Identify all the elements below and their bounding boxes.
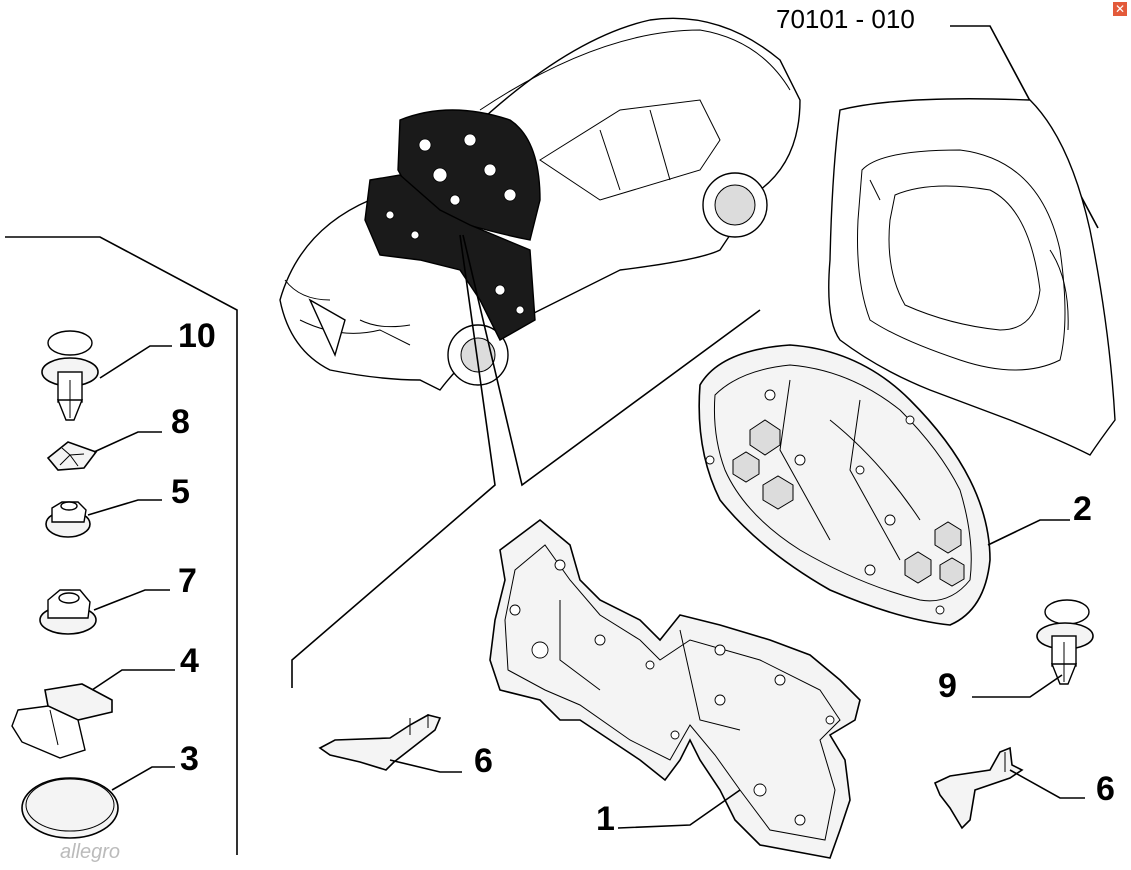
part-6-bracket-right	[933, 746, 1024, 830]
callout-2: 2	[1073, 490, 1092, 528]
part-5-flange-nut	[45, 501, 91, 538]
callout-5: 5	[171, 473, 190, 511]
watermark: allegro	[60, 841, 120, 863]
car-illustration	[279, 17, 801, 688]
callout-10: 10	[178, 317, 216, 355]
callout-2-leader	[987, 519, 1070, 546]
part-9-push-rivet	[1036, 599, 1094, 685]
callout-4-leader	[91, 669, 175, 691]
callout-6-left-leader	[389, 759, 462, 773]
callout-9-leader	[972, 674, 1063, 698]
callout-6-right: 6	[1096, 770, 1115, 808]
callout-1: 1	[596, 800, 615, 838]
callout-3: 3	[180, 740, 199, 778]
callout-4: 4	[180, 642, 199, 680]
part-7-washer-nut	[39, 589, 97, 635]
callout-6-right-leader	[1009, 769, 1085, 799]
part-8-speed-nut	[46, 441, 98, 471]
callout-6-left: 6	[474, 742, 493, 780]
part-10-push-rivet	[41, 330, 99, 421]
callout-1-leader	[617, 789, 741, 829]
callout-10-leader	[99, 345, 172, 379]
callout-8: 8	[171, 403, 190, 441]
callout-7: 7	[178, 562, 197, 600]
part-3-round-cap	[21, 777, 119, 839]
part-2-hood-insulation	[698, 344, 991, 626]
callout-8-leader	[93, 431, 162, 453]
callout-7-leader	[93, 589, 170, 611]
drawing-code: 70101 - 010	[776, 4, 915, 34]
callout-5-leader	[87, 499, 162, 516]
fastener-panel-frame	[5, 236, 238, 855]
part-4-clip	[11, 683, 113, 759]
callout-3-leader	[111, 766, 175, 791]
hood-illustration	[828, 98, 1116, 456]
callout-9: 9	[938, 667, 957, 705]
close-icon[interactable]: ✕	[1113, 2, 1127, 16]
part-6-bracket-left	[318, 714, 442, 771]
part-1-firewall-insulation	[489, 518, 861, 859]
